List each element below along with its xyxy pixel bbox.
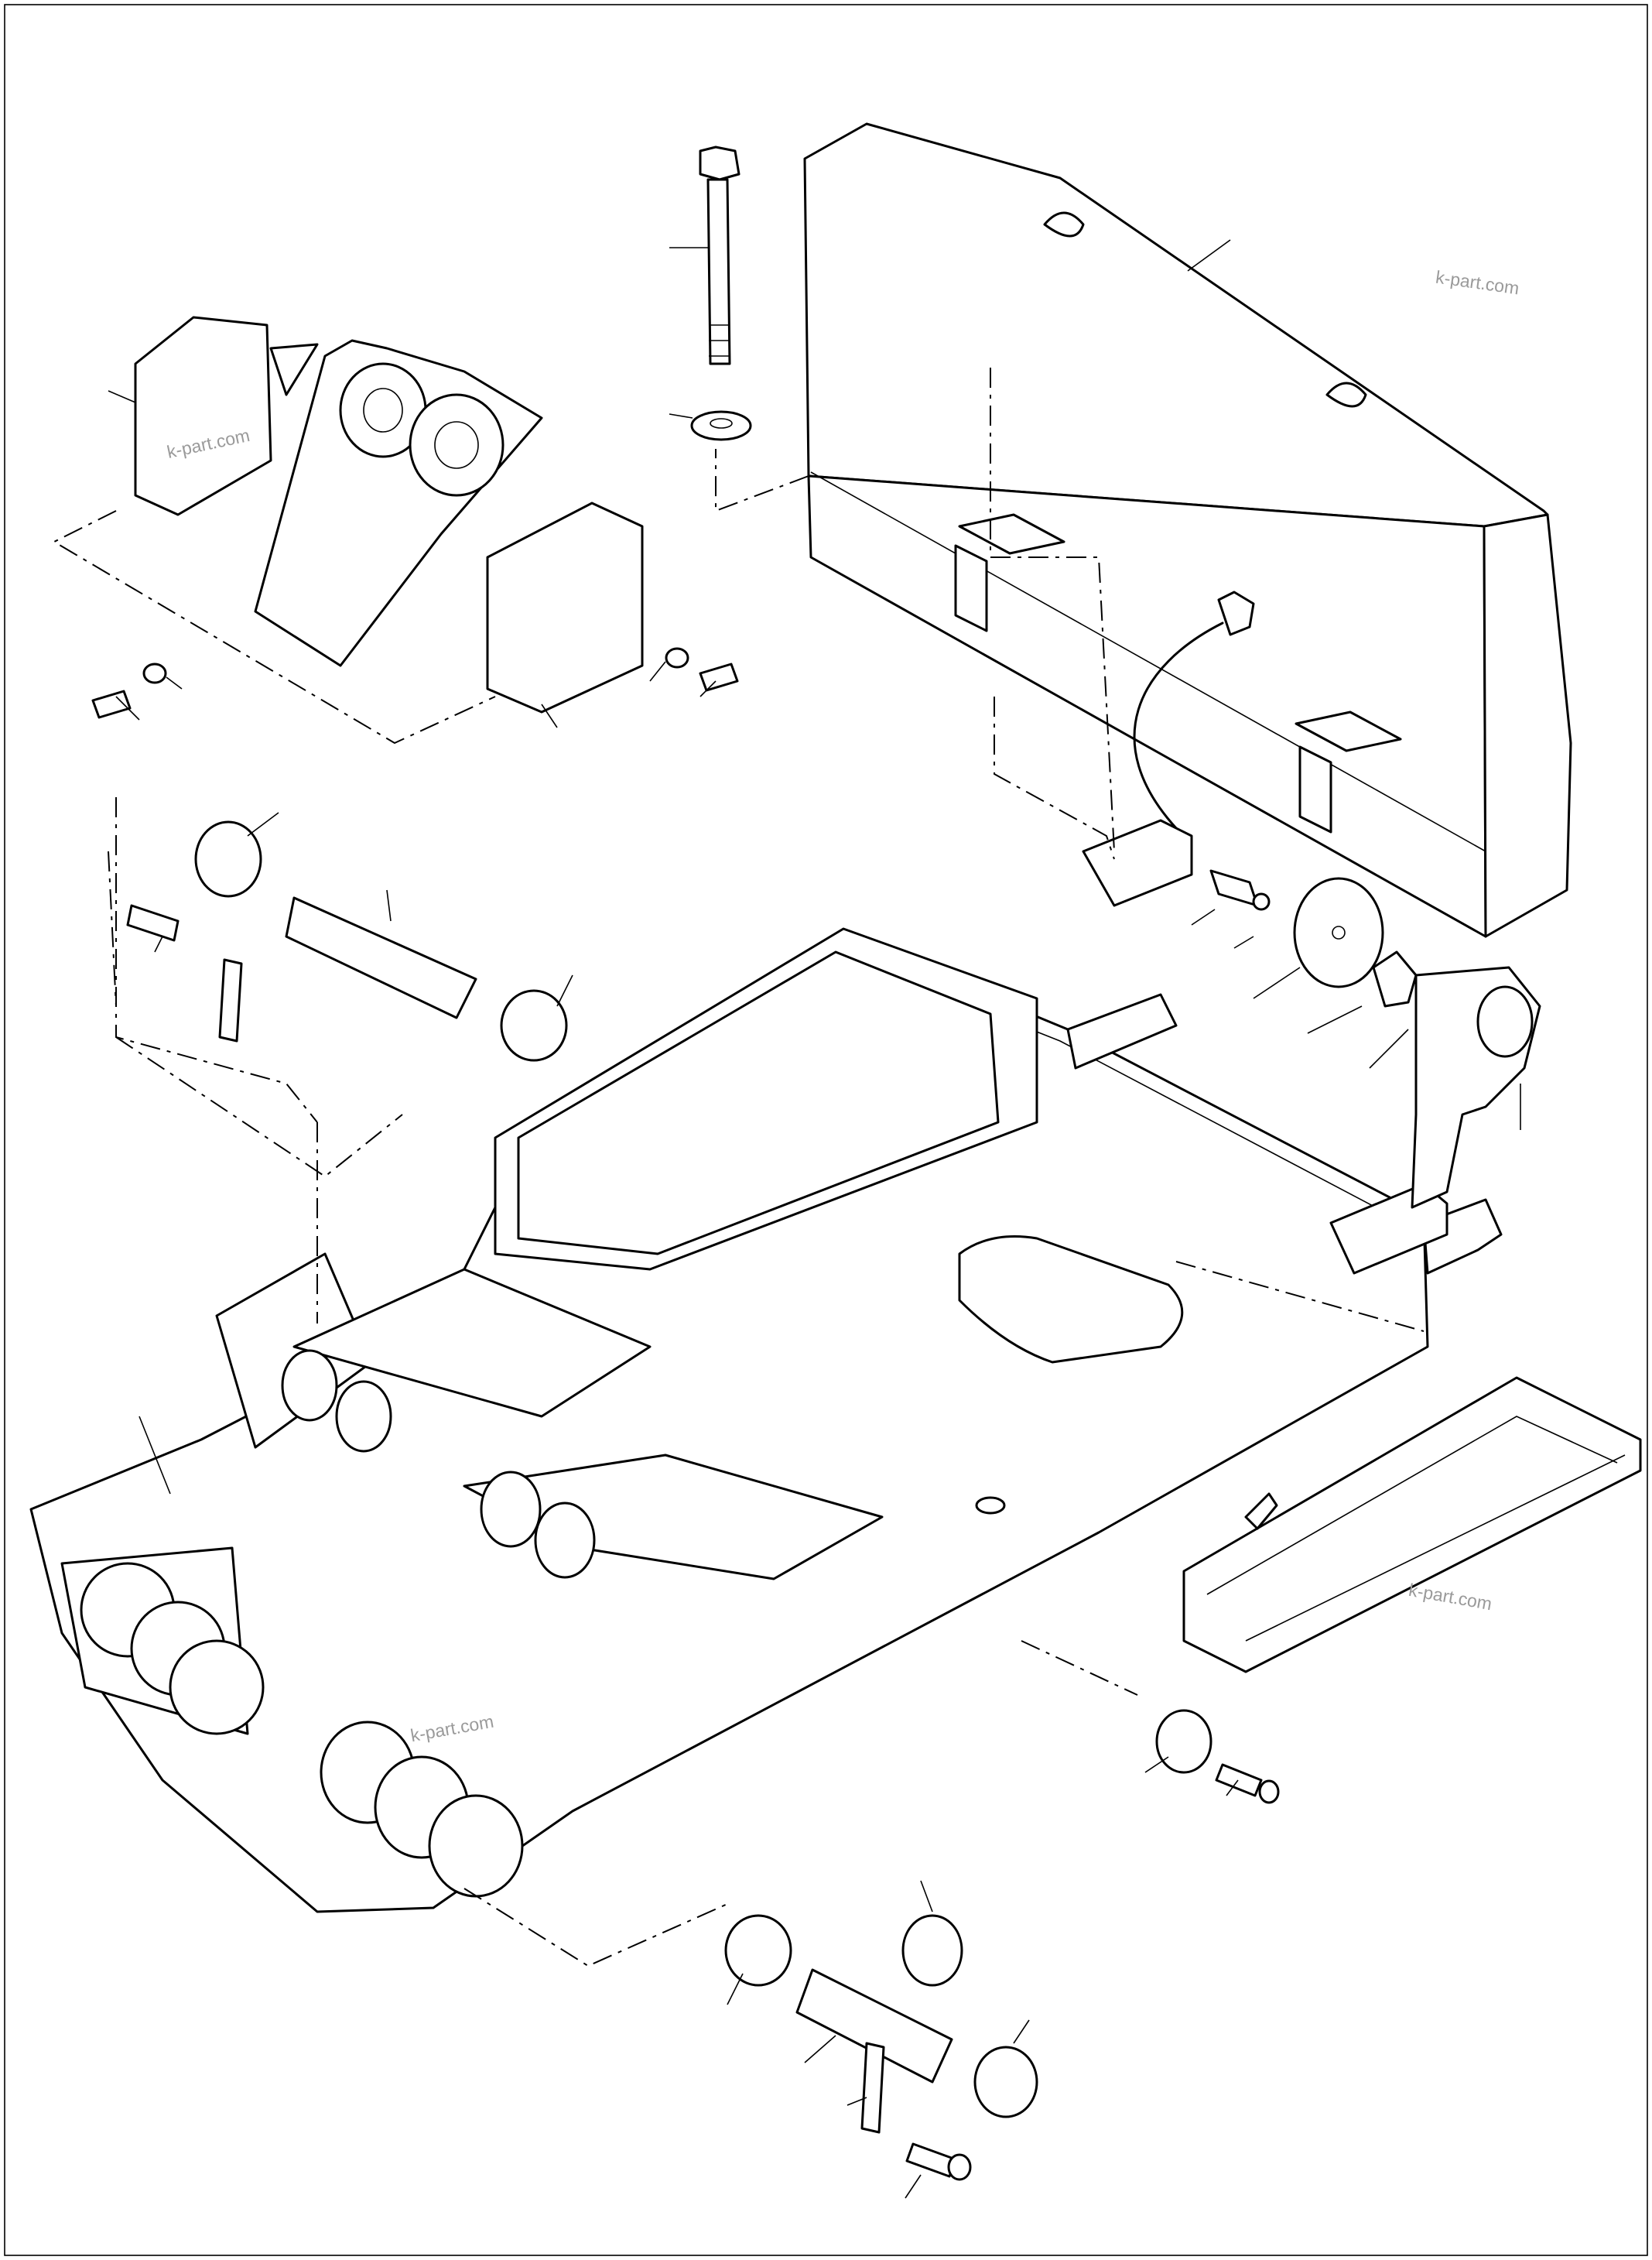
hitch-assembly [1209, 869, 1541, 1209]
pin-assembly-upper [126, 820, 568, 1062]
long-bolt [699, 146, 740, 365]
small-bolt-washer [91, 647, 739, 719]
sheet-border [4, 4, 1648, 2256]
bracket-group [108, 316, 644, 714]
lifting-eye-icon [1043, 211, 1367, 636]
assembly-lines [52, 368, 1425, 1967]
washer [690, 410, 752, 441]
bushing-bolt-lower-right [1155, 1709, 1280, 1804]
rail-frame [1182, 1376, 1642, 1673]
main-frame [29, 819, 1503, 1913]
pin-assembly-lower [724, 1914, 1038, 2181]
counterweight [803, 122, 1572, 938]
callout-leaders [115, 239, 1521, 2199]
